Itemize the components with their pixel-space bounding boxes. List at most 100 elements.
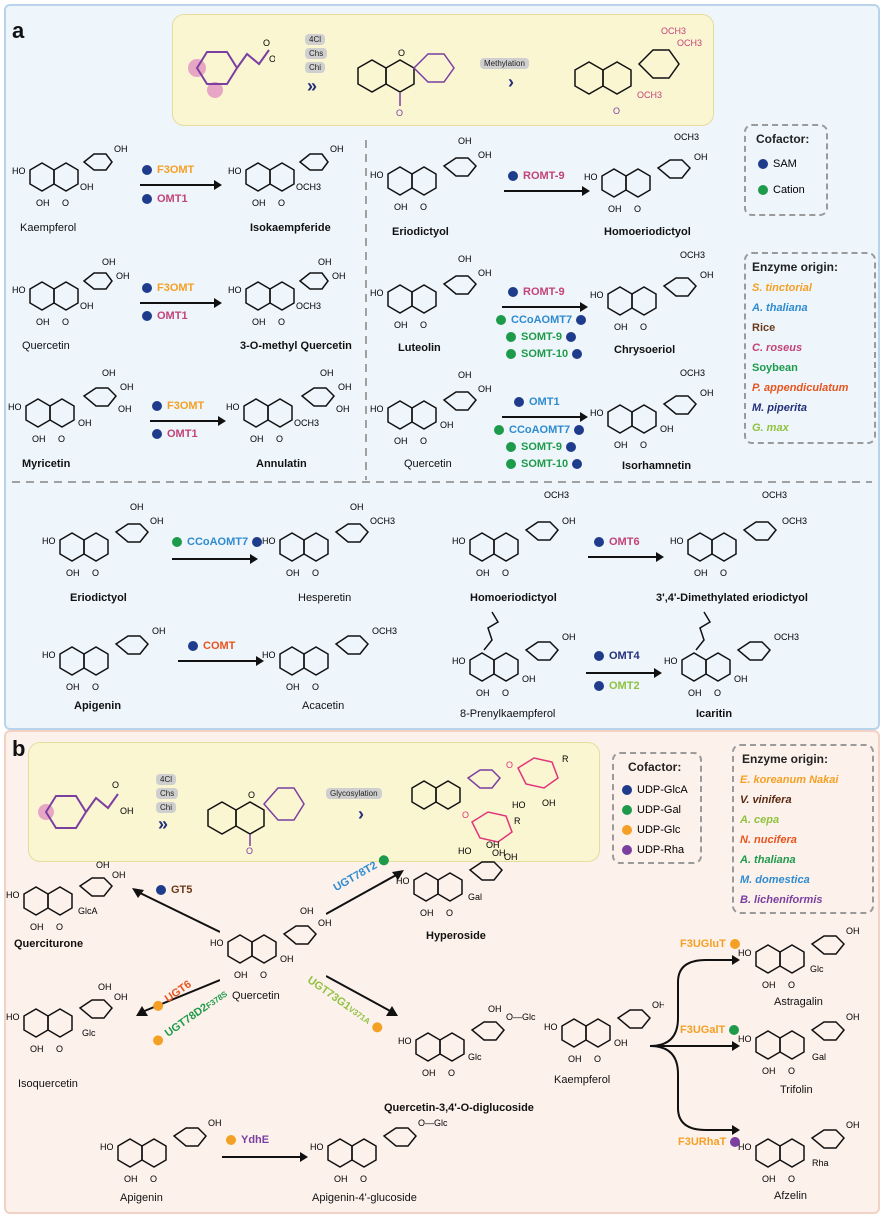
cation-dot-icon bbox=[758, 185, 768, 195]
enzyme-f3ugalt: F3UGalT bbox=[680, 1024, 744, 1036]
svg-text:O—Glc: O—Glc bbox=[418, 1118, 448, 1128]
svg-text:OH: OH bbox=[80, 301, 94, 311]
glycosylation-scheme bbox=[28, 742, 600, 862]
enzyme-ccoaomt7: CCoAOMT7 bbox=[494, 424, 589, 436]
svg-text:OH: OH bbox=[332, 271, 346, 281]
cofactor-udp-glc: UDP-Glc bbox=[622, 824, 680, 836]
panel-a-label: a bbox=[12, 18, 25, 43]
svg-text:OH: OH bbox=[116, 271, 130, 281]
svg-text:HO: HO bbox=[738, 1034, 752, 1044]
svg-text:OH: OH bbox=[118, 404, 132, 414]
prenylkaempferol-label: 8-Prenylkaempferol bbox=[460, 708, 556, 720]
svg-text:OH: OH bbox=[286, 568, 300, 578]
svg-text:O: O bbox=[62, 198, 69, 208]
svg-text:HO: HO bbox=[544, 1022, 558, 1032]
arrow-to-querciturone bbox=[132, 888, 220, 933]
quercetin-b-label: Quercetin bbox=[232, 990, 280, 1002]
sam-dot-icon bbox=[565, 442, 576, 452]
sam-dot-icon bbox=[565, 332, 576, 342]
sam-dot-icon bbox=[188, 641, 198, 651]
svg-text:OH: OH bbox=[486, 840, 500, 850]
svg-text:OH: OH bbox=[120, 382, 134, 392]
svg-text:O: O bbox=[246, 846, 253, 854]
svg-text:OH: OH bbox=[124, 1174, 138, 1184]
svg-text:O: O bbox=[278, 198, 285, 208]
svg-text:HO: HO bbox=[6, 890, 20, 900]
svg-text:R: R bbox=[562, 754, 569, 764]
svg-text:HO: HO bbox=[738, 1142, 752, 1152]
svg-text:OH: OH bbox=[846, 1120, 860, 1130]
horizontal-divider bbox=[12, 481, 872, 483]
svg-text:O: O bbox=[502, 688, 509, 698]
cofactor-udp-gal: UDP-Gal bbox=[622, 804, 681, 816]
methyl-quercetin-label: 3-O-methyl Quercetin bbox=[240, 340, 352, 352]
arrow-to-hyperoside bbox=[326, 870, 404, 915]
svg-text:O: O bbox=[360, 1174, 367, 1184]
svg-text:OH: OH bbox=[846, 926, 860, 936]
svg-text:O: O bbox=[420, 202, 427, 212]
cofactor-cation: Cation bbox=[758, 184, 805, 196]
svg-text:Glc: Glc bbox=[810, 964, 824, 974]
svg-text:O: O bbox=[640, 322, 647, 332]
enzyme-gt5: GT5 bbox=[156, 884, 192, 896]
origin-c-roseus: C. roseus bbox=[752, 342, 803, 354]
svg-text:HO: HO bbox=[226, 402, 240, 412]
svg-text:HO: HO bbox=[590, 290, 604, 300]
svg-text:HO: HO bbox=[738, 948, 752, 958]
reaction-arrow bbox=[588, 552, 664, 562]
svg-text:OH: OH bbox=[394, 436, 408, 446]
origin-rice: Rice bbox=[752, 322, 776, 334]
svg-text:O: O bbox=[613, 106, 620, 116]
svg-text:O: O bbox=[396, 108, 403, 118]
svg-text:HO: HO bbox=[370, 170, 384, 180]
svg-text:O: O bbox=[788, 1066, 795, 1076]
svg-text:O: O bbox=[720, 568, 727, 578]
svg-text:OH: OH bbox=[688, 688, 702, 698]
origin-v-vinifera: V. vinifera bbox=[740, 794, 792, 806]
svg-text:OH: OH bbox=[252, 317, 266, 327]
enzyme-omt1: OMT1 bbox=[152, 428, 198, 440]
udp-glca-dot-icon bbox=[622, 785, 632, 795]
svg-text:OCH3: OCH3 bbox=[680, 250, 705, 260]
svg-text:OCH3: OCH3 bbox=[680, 368, 705, 378]
svg-text:OH: OH bbox=[120, 806, 134, 816]
sam-dot-icon bbox=[508, 287, 518, 297]
reaction-arrow bbox=[140, 180, 222, 190]
svg-text:OCH3: OCH3 bbox=[370, 516, 395, 526]
enzyme-somt9: SOMT-9 bbox=[506, 441, 581, 453]
apigenin-b-label: Apigenin bbox=[120, 1192, 163, 1204]
sam-dot-icon bbox=[572, 459, 583, 469]
udp-glca-dot-icon bbox=[156, 885, 166, 895]
origin-s-tinctorial: S. tinctorial bbox=[752, 282, 812, 294]
svg-text:OH: OH bbox=[114, 992, 128, 1002]
origin-a-cepa: A. cepa bbox=[740, 814, 780, 826]
udp-glc-dot-icon bbox=[622, 825, 632, 835]
svg-text:HO: HO bbox=[42, 650, 56, 660]
svg-text:O: O bbox=[278, 317, 285, 327]
svg-text:O: O bbox=[260, 970, 267, 980]
svg-text:OCH3: OCH3 bbox=[674, 132, 699, 142]
svg-text:OH: OH bbox=[846, 1012, 860, 1022]
svg-text:OH: OH bbox=[694, 568, 708, 578]
svg-text:OCH3: OCH3 bbox=[637, 90, 662, 100]
isokaempferide-label: Isokaempferide bbox=[250, 222, 331, 234]
svg-text:OH: OH bbox=[422, 1068, 436, 1078]
svg-text:OH: OH bbox=[336, 404, 350, 414]
enzyme-omt6: OMT6 bbox=[594, 536, 640, 548]
svg-text:OH: OH bbox=[114, 144, 128, 154]
enzyme-origin-box bbox=[744, 252, 876, 444]
udp-glc-dot-icon bbox=[729, 939, 740, 949]
